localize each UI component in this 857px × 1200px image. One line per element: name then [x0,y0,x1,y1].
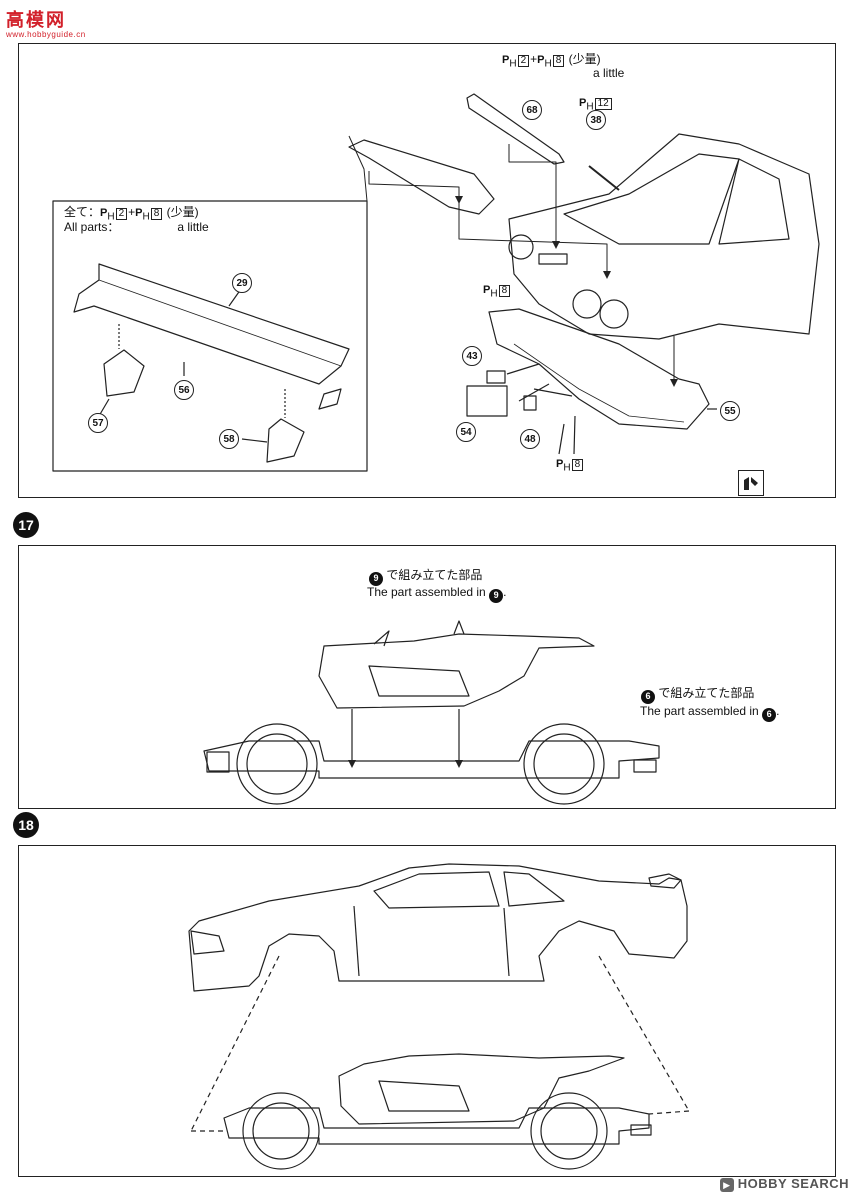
part-number-43: 43 [462,346,482,366]
hobbysearch-icon: ▶ [719,1178,734,1192]
guide-line-right [598,955,690,1112]
interior-tub-18 [338,1053,625,1125]
wiper-38 [588,165,620,191]
chassis-18 [223,1107,650,1145]
side-window-front [373,871,500,909]
step17-note-1-en: The part assembled in 9. [367,585,506,603]
car-body [188,863,688,992]
rear-spoiler [648,873,682,889]
step-17-panel: 9 で組み立てた部品 The part assembled in 9. 6 で組… [18,545,836,809]
part-number-68: 68 [522,100,542,120]
site-logo: 高模网 www.hobbyguide.cn [6,6,86,40]
part-43 [486,370,506,384]
part-54 [466,385,508,417]
spoiler-assembly-drawing [52,93,820,472]
front-wheel [236,723,318,805]
inset-wing [73,263,350,385]
interior-tub [318,633,595,709]
adhesive-note-top-en: a little [593,66,625,80]
front-wheel-18 [242,1092,320,1170]
part-number-38: 38 [586,110,606,130]
interior-chassis-drawing [203,620,660,805]
rear-bumper-55 [488,308,710,430]
inset-box [52,200,368,472]
paint-icon [738,470,764,496]
site-logo-main: 高模网 [6,10,66,31]
inset-stand-right [266,418,305,463]
tail-light-right [599,299,629,329]
part-number-55: 55 [720,401,740,421]
part-number-57: 57 [88,413,108,433]
part-number-48: 48 [520,429,540,449]
site-logo-url: www.hobbyguide.cn [6,30,86,39]
inset-stand-left [103,349,145,397]
step17-note-2-jp: 6 で組み立てた部品 [641,686,754,704]
watermark-text: HOBBY SEARCH [737,1176,849,1191]
step-18-badge: 18 [13,812,39,838]
part-48 [523,395,537,411]
side-window-rear [503,871,565,907]
chassis [203,740,660,779]
spoiler-68 [466,93,565,165]
car-body-rear [508,133,820,340]
hobbysearch-watermark: ▶HOBBY SEARCH [719,1176,849,1192]
step-18-panel [18,845,836,1177]
final-assembly-drawing [188,863,690,1170]
guide-line-left [190,955,280,1132]
part-number-54: 54 [456,422,476,442]
exhaust [633,759,657,773]
part-number-56: 56 [174,380,194,400]
rear-wheel-18 [530,1092,608,1170]
main-wing [348,139,495,215]
step-17-badge: 17 [13,512,39,538]
part-number-58: 58 [219,429,239,449]
inset-note-en: All parts：a little [64,220,209,234]
part-number-29: 29 [232,273,252,293]
headlight [190,930,225,955]
step17-note-2-en: The part assembled in 6. [640,704,779,722]
tail-light-left [508,234,534,260]
step17-note-1-jp: 9 で組み立てた部品 [369,568,482,586]
rear-wheel [523,723,605,805]
